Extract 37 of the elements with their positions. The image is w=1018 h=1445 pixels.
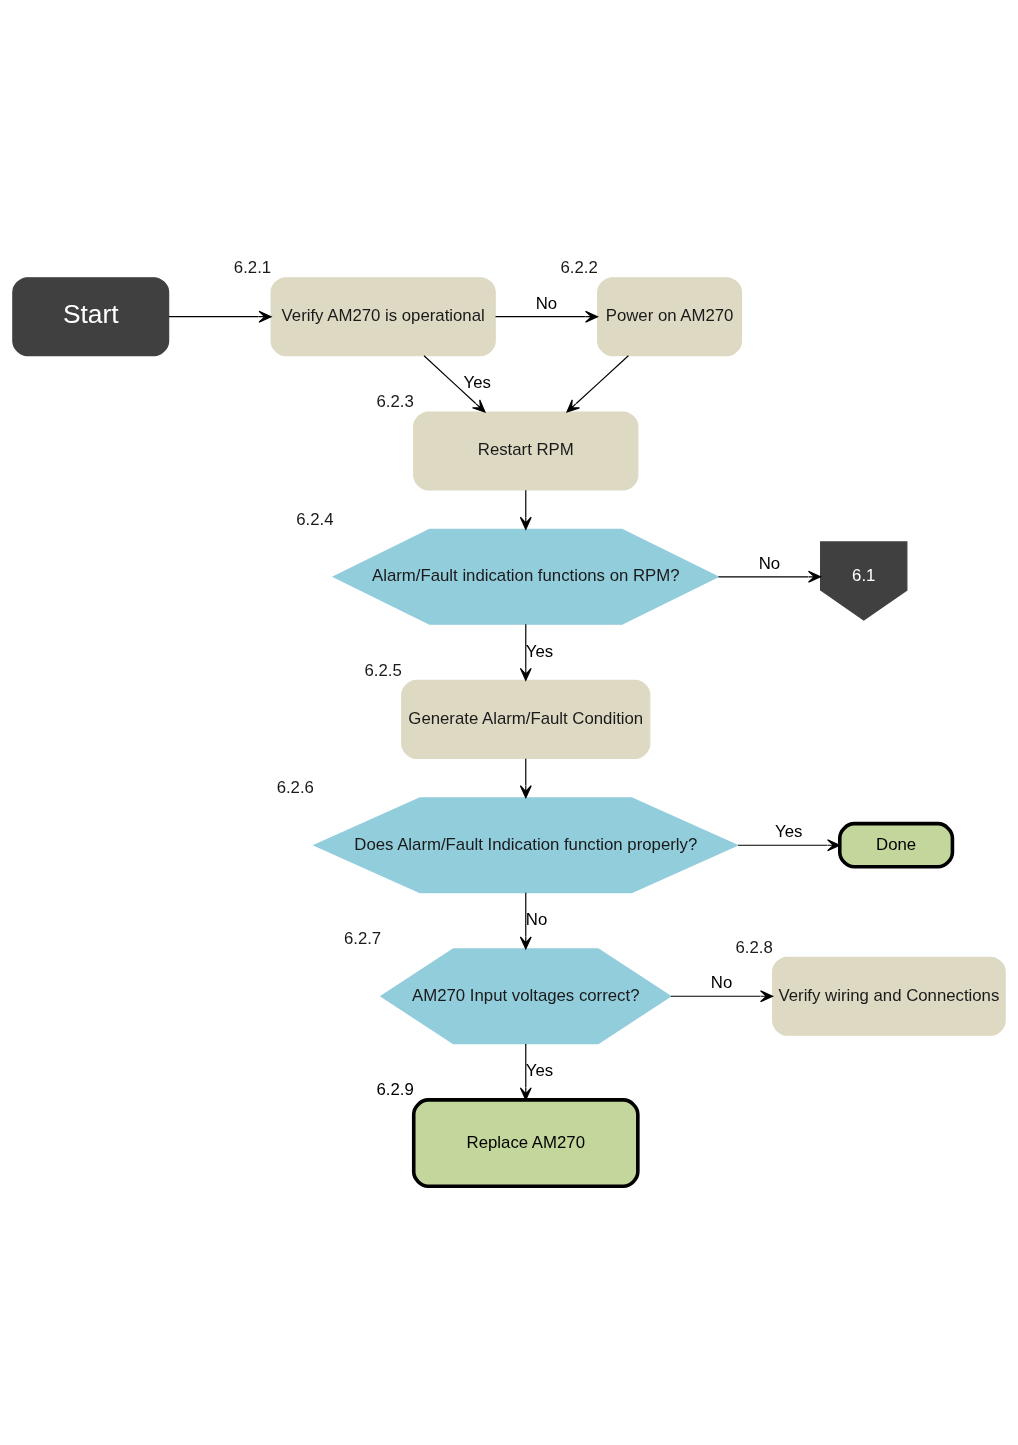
node-label: 6.2.2 xyxy=(560,257,598,277)
node-box: Restart RPM xyxy=(413,410,639,490)
arrow xyxy=(566,354,629,413)
arrow xyxy=(737,838,841,851)
arrow xyxy=(670,989,774,1002)
node-label: 6.2.5 xyxy=(364,660,402,680)
edge-label: Yes xyxy=(525,1060,554,1080)
arrow xyxy=(519,623,532,681)
node-box: Verify AM270 is operational xyxy=(270,276,496,356)
node-box: Generate Alarm/Fault Condition xyxy=(401,679,651,759)
node-label: 6.2.9 xyxy=(376,1079,414,1099)
edge-label: No xyxy=(535,293,558,313)
edge-label: Yes xyxy=(525,641,554,661)
node-box: Power on AM270 xyxy=(597,276,743,356)
node-label: 6.2.1 xyxy=(233,257,272,277)
node-box: Replace AM270 xyxy=(411,1097,640,1188)
edge-label: No xyxy=(758,553,781,573)
edge-label: No xyxy=(525,909,548,929)
edge-label: Yes xyxy=(463,372,491,392)
node-box: Verify wiring and Connections xyxy=(772,956,1006,1036)
node-label: 6.2.3 xyxy=(376,391,414,411)
arrow xyxy=(519,891,532,949)
node-label: 6.2.4 xyxy=(296,509,334,529)
node-label: 6.2.7 xyxy=(343,928,382,948)
node-box: Start xyxy=(12,276,170,356)
node-label: 6.2.8 xyxy=(735,937,773,957)
arrow xyxy=(494,310,599,323)
arrow xyxy=(519,757,532,798)
node-box: Done xyxy=(838,821,955,869)
edge-label: No xyxy=(710,972,733,992)
arrow xyxy=(423,354,486,413)
arrow xyxy=(168,310,272,323)
arrow xyxy=(519,1042,532,1100)
edge-label: Yes xyxy=(775,821,803,841)
arrow xyxy=(519,489,532,530)
node-label: 6.2.6 xyxy=(276,777,314,797)
arrow xyxy=(717,570,822,583)
